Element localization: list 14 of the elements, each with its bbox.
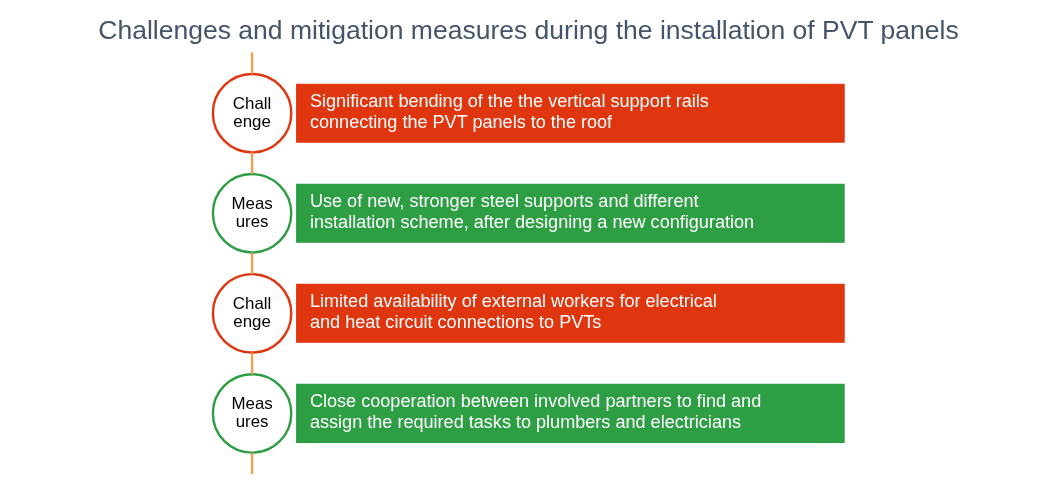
node-box: Close cooperation between involved partners to find and assign the required tasks to plumbers and electricians xyxy=(296,383,845,443)
node-circle: Meas ures xyxy=(211,172,293,254)
node-circle: Chall enge xyxy=(211,272,293,354)
node-box: Significant bending of the the vertical support rails connecting the PVT panels to the roof xyxy=(296,83,845,143)
connector xyxy=(250,252,254,274)
node-box: Limited availability of external workers for electrical and heat circuit connections to PVTs xyxy=(296,283,845,343)
node-circle: Meas ures xyxy=(211,373,293,454)
connector xyxy=(250,152,254,174)
node-circle: Chall enge xyxy=(211,72,293,154)
connector xyxy=(250,452,254,475)
connector xyxy=(250,352,254,375)
diagram-title: Challenges and mitigation measures during the installation of PVT panels xyxy=(98,14,959,45)
connector xyxy=(250,52,254,74)
node-box: Use of new, stronger steel supports and different installation scheme, after designing a new configuration xyxy=(296,183,845,243)
